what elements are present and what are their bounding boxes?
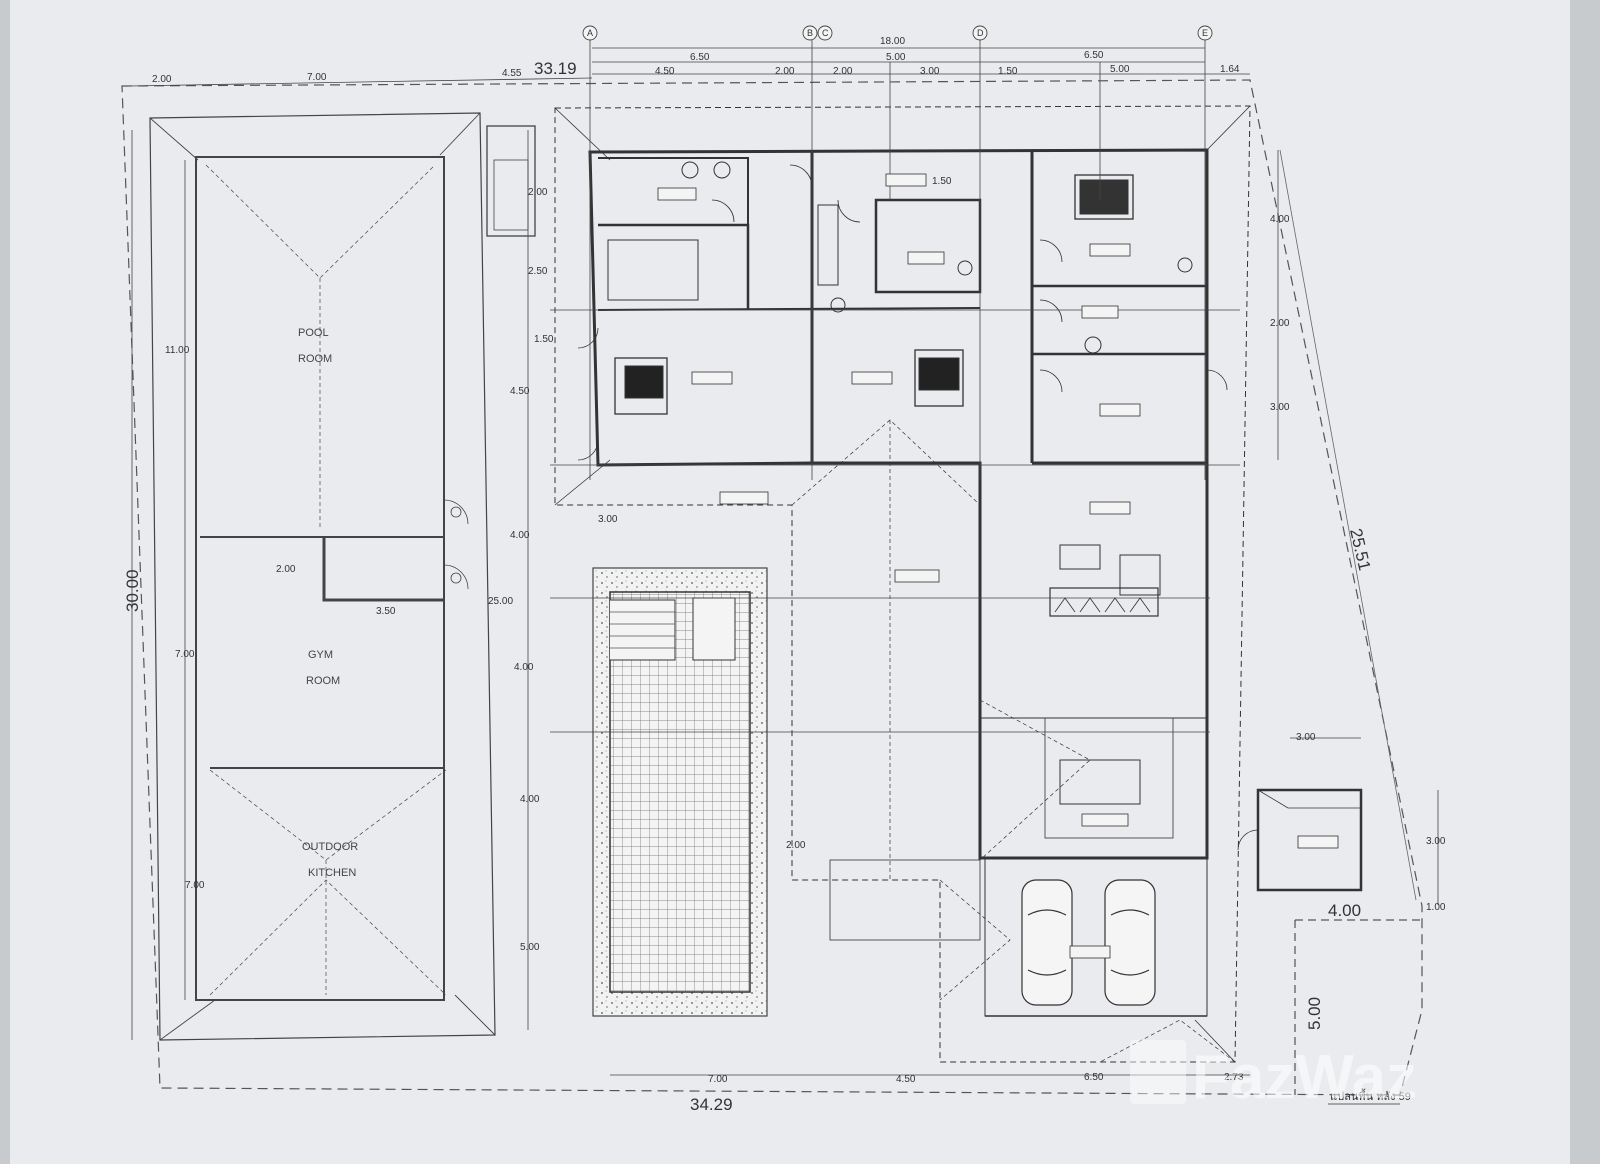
grid-marker-c: C — [822, 28, 829, 38]
overall-dim-right: 25.51 — [1346, 527, 1374, 573]
pool-room-label-2: ROOM — [298, 353, 332, 365]
dim-top-r2-5: 5.00 — [1110, 64, 1130, 75]
dim-bottom-1: 4.50 — [896, 1074, 916, 1085]
dim-inner-2: 1.50 — [534, 334, 554, 345]
dim-top-r3-0: 2.00 — [152, 74, 172, 85]
dim-annex-0: 3.00 — [1296, 732, 1316, 743]
blueprint-sheet: A B C D E POOL ROOM GYM ROOM OUTDOOR KIT… — [10, 0, 1570, 1164]
dim-misc-0: 2.00 — [276, 564, 296, 575]
car-right — [1104, 879, 1156, 1006]
lot-boundary — [121, 79, 1423, 1096]
floor-plan: A B C D E POOL ROOM GYM ROOM OUTDOOR KIT… — [121, 25, 1446, 1114]
overall-dim-bottom: 34.29 — [690, 1095, 733, 1114]
gym-room-label-1: GYM — [308, 649, 333, 661]
dim-bottom-0: 7.00 — [708, 1074, 728, 1085]
grid-marker-a: A — [587, 28, 593, 38]
overall-dim-top: 33.19 — [534, 59, 577, 78]
dim-inner-5: 4.00 — [514, 662, 534, 673]
dim-bottom-2: 6.50 — [1084, 1072, 1104, 1083]
dim-top-r2-1: 2.00 — [775, 66, 795, 77]
dim-inner-1: 2.50 — [528, 266, 548, 277]
car-left — [1021, 879, 1073, 1006]
dim-inner-0: 2.00 — [528, 187, 548, 198]
dim-left-1: 7.00 — [175, 649, 195, 660]
grid-markers — [582, 25, 1213, 41]
dim-top-r1-1: 5.00 — [886, 52, 906, 63]
dim-inner-3: 4.50 — [510, 386, 530, 397]
dim-top-r2-6: 1.64 — [1220, 64, 1240, 75]
dim-misc-1: 3.50 — [376, 606, 396, 617]
room-tags — [657, 173, 1339, 959]
dim-inner-4: 4.00 — [510, 530, 530, 541]
dim-top-r2-4: 1.50 — [998, 66, 1018, 77]
annex — [1237, 788, 1422, 1095]
annex-dim-depth: 5.00 — [1305, 997, 1324, 1030]
dim-grid-total: 18.00 — [880, 36, 905, 47]
dim-top-r2-0: 4.50 — [655, 66, 675, 77]
grid-marker-b: B — [807, 28, 813, 38]
dim-top-r1-2: 6.50 — [1084, 50, 1104, 61]
grid-marker-e: E — [1202, 28, 1208, 38]
outdoor-kitchen-label-2: KITCHEN — [308, 867, 356, 879]
dim-top-r2-3: 3.00 — [920, 66, 940, 77]
dim-right-2: 3.00 — [1270, 402, 1290, 413]
gym-room-label-2: ROOM — [306, 675, 340, 687]
dim-inner-6: 4.00 — [520, 794, 540, 805]
watermark-logo: FazWaz — [1130, 1040, 1417, 1112]
annex-dim-width: 4.00 — [1328, 901, 1361, 920]
dim-top-r1-0: 6.50 — [690, 52, 710, 63]
dim-misc-4: 25.00 — [488, 596, 513, 607]
dim-top-r3-2: 4.55 — [502, 68, 522, 79]
dim-misc-2: 3.00 — [598, 514, 618, 525]
watermark-text: FazWaz — [1192, 1043, 1417, 1112]
dim-left-0: 11.00 — [165, 345, 190, 356]
dim-annex-2: 1.00 — [1426, 902, 1446, 913]
dim-inner-7: 5.00 — [520, 942, 540, 953]
dim-right-1: 2.00 — [1270, 318, 1290, 329]
outdoor-kitchen-label-1: OUTDOOR — [302, 841, 358, 853]
dim-left-2: 7.00 — [185, 880, 205, 891]
overall-dim-left: 30.00 — [123, 569, 142, 612]
dimension-lines — [129, 40, 1439, 1076]
dim-top-r3-1: 7.00 — [307, 72, 327, 83]
dim-misc-5: 2.00 — [786, 840, 806, 851]
dim-top-r2-2: 2.00 — [833, 66, 853, 77]
dim-annex-1: 3.00 — [1426, 836, 1446, 847]
sheet-title: แปลนพื้น หลัง 59 — [1330, 1088, 1411, 1103]
grid-marker-d: D — [977, 28, 984, 38]
pool-room-label-1: POOL — [298, 327, 329, 339]
left-pavilion — [149, 112, 496, 1041]
dim-bottom-3: 2.73 — [1224, 1072, 1244, 1083]
dim-misc-3: 1.50 — [932, 176, 952, 187]
dim-right-0: 4.00 — [1270, 214, 1290, 225]
swimming-pool — [592, 567, 768, 1017]
